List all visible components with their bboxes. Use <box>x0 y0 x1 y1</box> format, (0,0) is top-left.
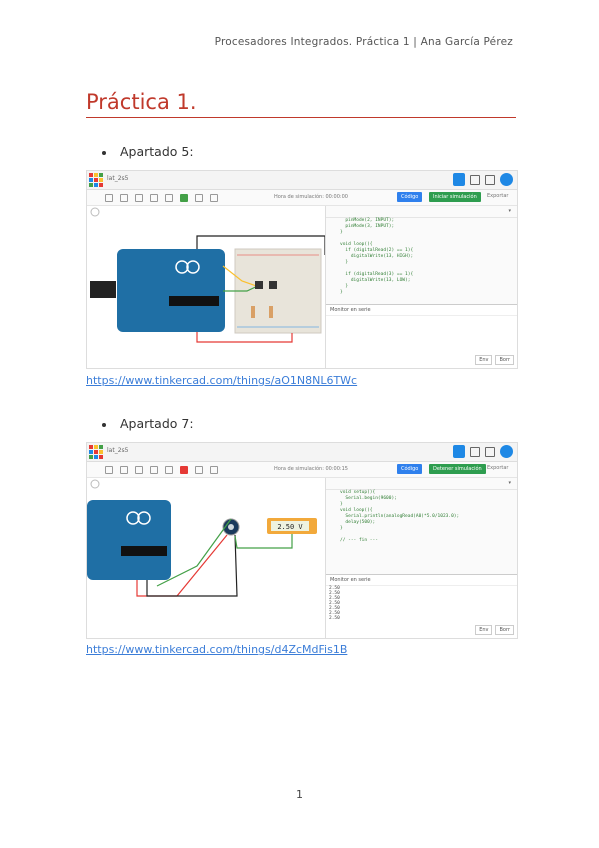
list-icon[interactable] <box>485 446 495 457</box>
arduino-logo <box>175 260 189 274</box>
wire-type-icon[interactable] <box>195 466 203 474</box>
circuit-canvas[interactable]: 2.50 V <box>87 478 325 638</box>
note-icon[interactable] <box>165 466 173 474</box>
bullet-label: Apartado 7: <box>120 416 194 431</box>
tinkercad-screenshot-2: lat_2s5 Hora de simulación: 00:00:15 Cód… <box>86 442 518 639</box>
pushbutton-1 <box>255 281 263 289</box>
circuit-diagram: 2.50 V <box>87 479 317 597</box>
start-simulation-button[interactable]: Iniciar simulación <box>429 192 481 202</box>
circuit-canvas[interactable] <box>87 206 326 368</box>
app-topbar: lat_2s5 <box>87 171 517 190</box>
list-icon[interactable] <box>485 174 495 185</box>
undo-icon[interactable] <box>105 466 113 474</box>
serial-clear-button[interactable]: Borr <box>495 355 514 365</box>
page-title: Práctica 1. <box>86 90 197 114</box>
arduino-board <box>117 249 225 332</box>
erase-icon[interactable] <box>210 194 218 202</box>
serial-monitor: Monitor en serie 2.50 2.50 2.50 2.50 2.5… <box>326 574 517 638</box>
code-button[interactable]: Código <box>397 192 423 202</box>
avatar[interactable] <box>500 173 513 186</box>
bullet-label: Apartado 5: <box>120 144 194 159</box>
rotate-icon[interactable] <box>135 194 143 202</box>
serial-send-button[interactable]: Env <box>475 625 493 635</box>
wire-black <box>146 534 238 597</box>
multimeter-reading: 2.50 V <box>277 523 303 531</box>
file-name[interactable]: lat_2s5 <box>107 175 129 182</box>
tinkercad-logo <box>89 173 103 187</box>
circuit-diagram <box>90 207 326 343</box>
stop-simulation-button[interactable]: Detener simulación <box>429 464 486 474</box>
wire-green <box>156 518 232 587</box>
arduino-board <box>87 500 171 580</box>
flip-icon[interactable] <box>150 194 158 202</box>
wire-type-icon[interactable] <box>195 194 203 202</box>
bullet-apartado-5: Apartado 5: <box>102 144 194 159</box>
arduino-logo <box>126 511 140 525</box>
rotate-icon[interactable] <box>135 466 143 474</box>
breadboard <box>234 248 322 334</box>
page-number: 1 <box>296 788 303 801</box>
avatar[interactable] <box>500 445 513 458</box>
tinkercad-link-2[interactable]: https://www.tinkercad.com/things/d4ZcMdF… <box>86 643 348 656</box>
atmega-chip <box>121 546 167 556</box>
title-underline <box>86 117 516 118</box>
resistor-1 <box>251 306 255 318</box>
wire-red <box>196 332 293 343</box>
file-name[interactable]: lat_2s5 <box>107 447 129 454</box>
share-icon[interactable] <box>470 174 480 185</box>
bullet-dot-icon <box>102 422 106 427</box>
multimeter-display <box>271 521 309 531</box>
bullet-apartado-7: Apartado 7: <box>102 416 194 431</box>
serial-output: 2.50 2.50 2.50 2.50 2.50 2.50 2.50 <box>329 586 340 621</box>
code-editor[interactable]: pinMode(2, INPUT); pinMode(3, INPUT); } … <box>340 218 414 295</box>
code-panel: ▾ void setup(){ Serial.begin(9600); } vo… <box>325 478 517 638</box>
tinkercad-logo <box>89 445 103 459</box>
serial-clear-button[interactable]: Borr <box>495 625 514 635</box>
wire-color-icon[interactable] <box>180 194 188 202</box>
edit-toolbar: Hora de simulación: 00:00:00 Código Inic… <box>87 190 517 206</box>
bullet-dot-icon <box>102 150 106 155</box>
erase-icon[interactable] <box>210 466 218 474</box>
tinkercad-link-1[interactable]: https://www.tinkercad.com/things/aO1N8NL… <box>86 374 358 387</box>
app-topbar: lat_2s5 <box>87 443 517 462</box>
code-button[interactable]: Código <box>397 464 423 474</box>
delete-icon[interactable] <box>120 194 128 202</box>
export-button[interactable]: Exportar <box>487 193 509 199</box>
code-panel-header: ▾ <box>326 206 517 218</box>
share-icon[interactable] <box>470 446 480 457</box>
serial-send-button[interactable]: Env <box>475 355 493 365</box>
code-panel-header: ▾ <box>326 478 517 490</box>
wire-green-meter <box>234 534 293 549</box>
flip-icon[interactable] <box>150 466 158 474</box>
zoom-fit-icon <box>90 207 100 217</box>
atmega-chip <box>169 296 219 306</box>
resistor-2 <box>269 306 273 318</box>
code-panel: ▾ pinMode(2, INPUT); pinMode(3, INPUT); … <box>325 206 517 368</box>
undo-icon[interactable] <box>105 194 113 202</box>
circuit-view-button[interactable] <box>453 173 465 186</box>
serial-monitor: Monitor en serie Env Borr <box>326 304 517 368</box>
code-editor[interactable]: void setup(){ Serial.begin(9600); } void… <box>340 490 460 543</box>
zoom-fit-icon <box>90 479 100 489</box>
pushbutton-2 <box>269 281 277 289</box>
wire-color-icon[interactable] <box>180 466 188 474</box>
note-icon[interactable] <box>165 194 173 202</box>
serial-monitor-title: Monitor en serie <box>326 305 517 316</box>
simulation-time: Hora de simulación: 00:00:00 <box>274 194 348 200</box>
circuit-view-button[interactable] <box>453 445 465 458</box>
document-header: Procesadores Integrados. Práctica 1 | An… <box>214 36 513 48</box>
delete-icon[interactable] <box>120 466 128 474</box>
tinkercad-screenshot-1: lat_2s5 Hora de simulación: 00:00:00 Cód… <box>86 170 518 369</box>
serial-monitor-title: Monitor en serie <box>326 575 517 586</box>
simulation-time: Hora de simulación: 00:00:15 <box>274 466 348 472</box>
usb-cable <box>90 281 116 298</box>
export-button[interactable]: Exportar <box>487 465 509 471</box>
edit-toolbar: Hora de simulación: 00:00:15 Código Dete… <box>87 462 517 478</box>
